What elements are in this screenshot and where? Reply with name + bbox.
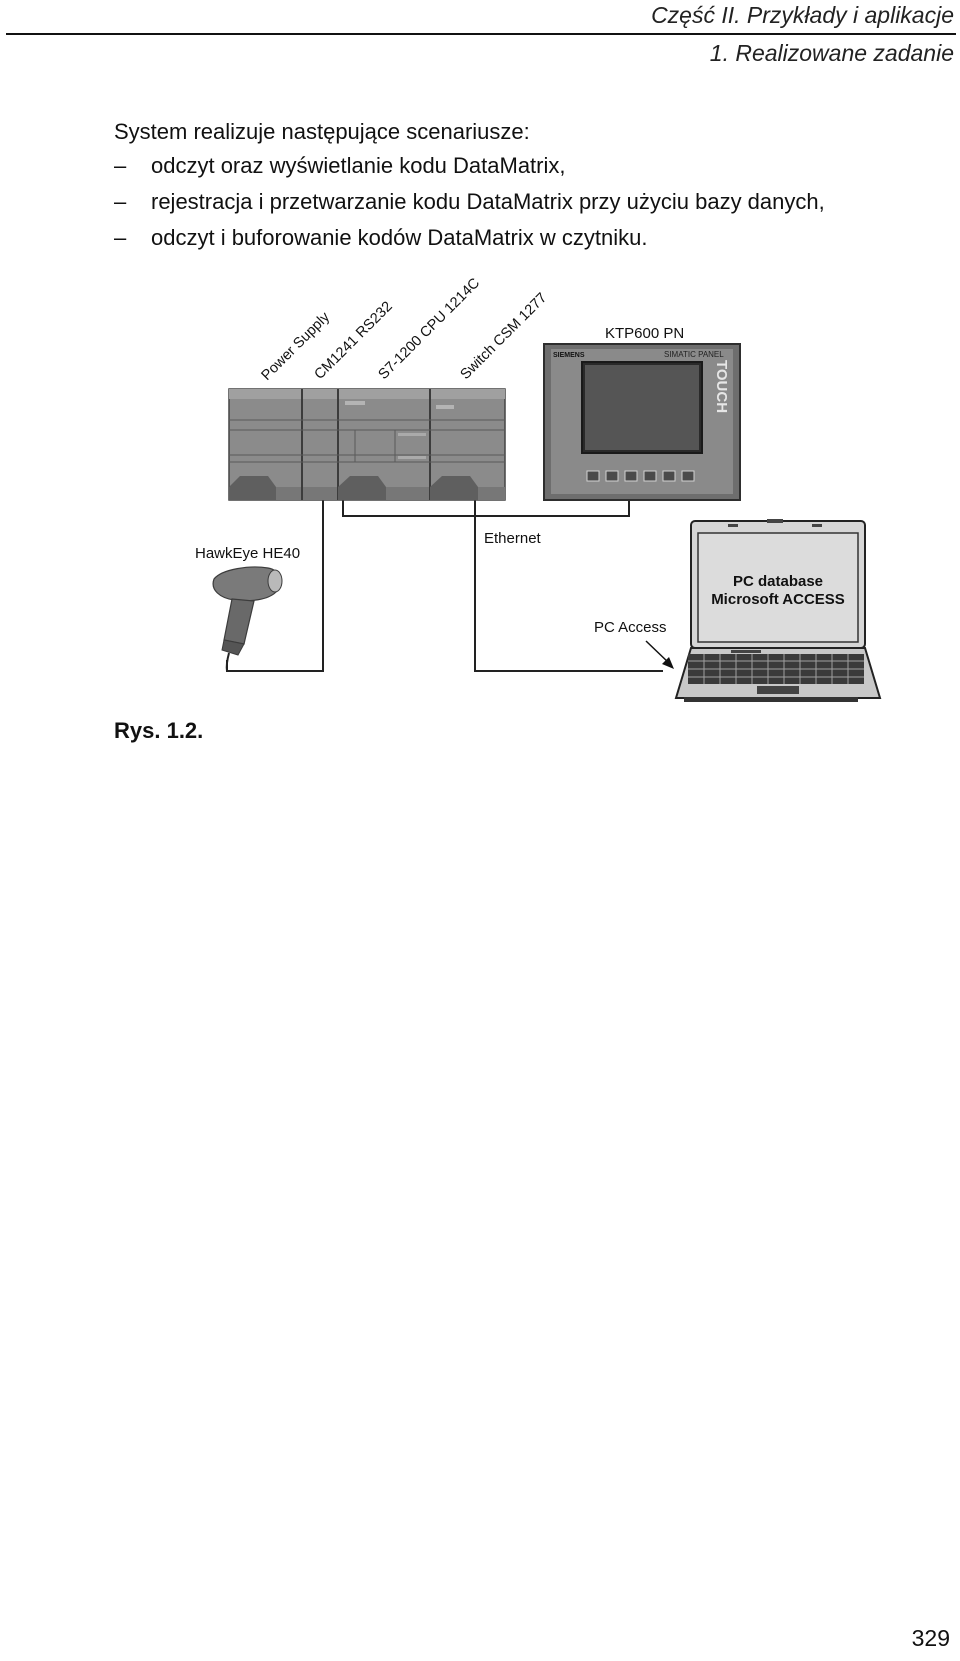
simatic-panel-label: SIMATIC PANEL: [664, 350, 724, 359]
list-dash: –: [114, 225, 127, 250]
switch-label: Switch CSM 1277: [458, 290, 551, 383]
pc-database-label-line2: Microsoft ACCESS: [711, 591, 845, 608]
page-number: 329: [911, 1625, 950, 1651]
hmi-panel: SIEMENS SIMATIC PANEL TOUCH: [543, 343, 741, 501]
hawkeye-label: HawkEye HE40: [195, 545, 300, 562]
list-item-text: odczyt oraz wyświetlanie kodu DataMatrix…: [151, 153, 566, 178]
running-header-chapter: 1. Realizowane zadanie: [709, 40, 954, 66]
list-dash: –: [114, 189, 127, 214]
scanner-device: [212, 566, 283, 672]
siemens-brand: SIEMENS: [553, 352, 585, 359]
running-header-part: Część II. Przykłady i aplikacje: [651, 2, 954, 28]
list-item-text: odczyt i buforowanie kodów DataMatrix w …: [151, 225, 648, 250]
touch-label: TOUCH: [713, 360, 730, 413]
laptop: PC database Microsoft ACCESS: [674, 519, 882, 702]
pc-access-label: PC Access: [594, 619, 667, 636]
list-dash: –: [114, 153, 127, 178]
plc-rack: [228, 388, 506, 501]
header-rule: [6, 33, 956, 35]
ethernet-label: Ethernet: [484, 530, 542, 547]
connection-wires: [226, 500, 663, 672]
ktp600-label: KTP600 PN: [605, 325, 684, 342]
intro-text: System realizuje następujące scenariusze…: [114, 119, 530, 144]
list-item-text: rejestracja i przetwarzanie kodu DataMat…: [151, 189, 825, 214]
pc-database-label-line1: PC database: [733, 573, 823, 590]
system-diagram: Power Supply CM1241 RS232 S7-1200 CPU 12…: [195, 275, 882, 702]
pc-access-arrow: [645, 640, 674, 669]
figure-caption: Rys. 1.2.: [114, 718, 204, 743]
